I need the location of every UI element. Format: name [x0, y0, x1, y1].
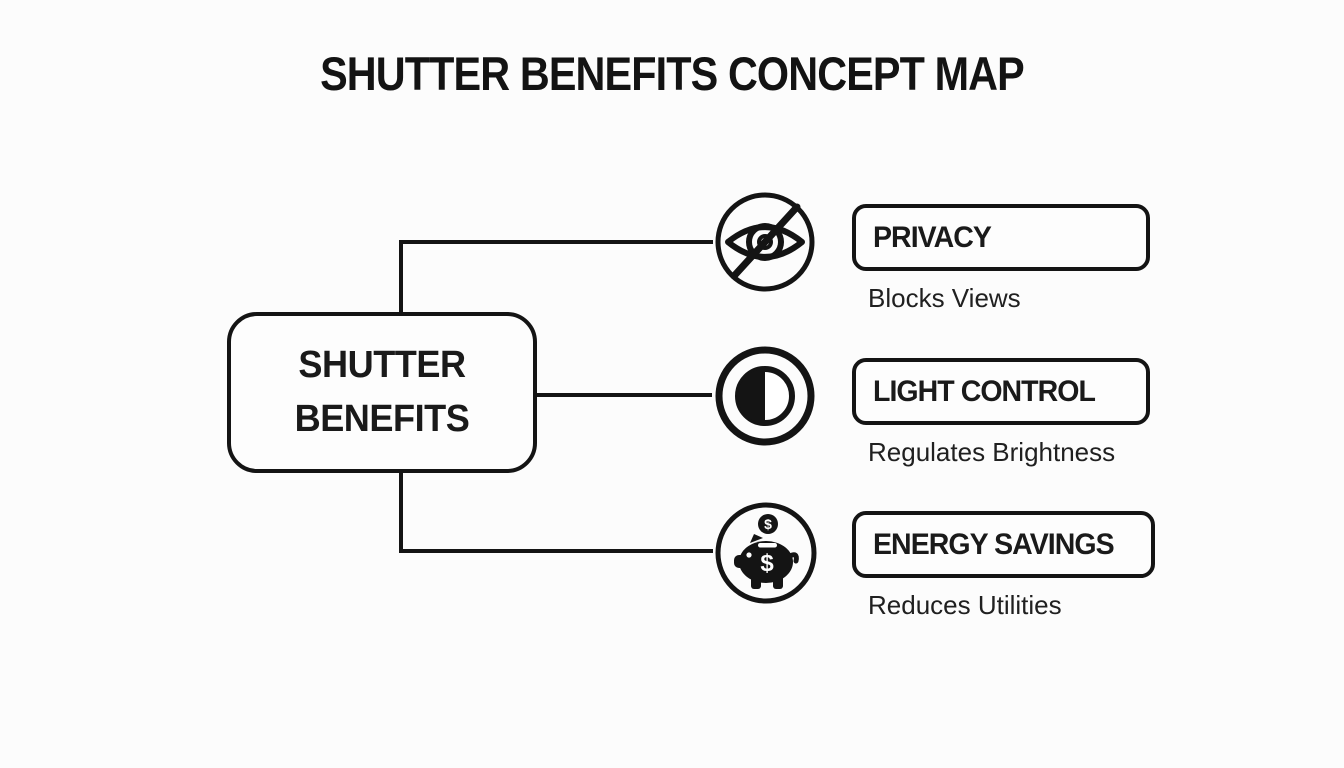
piggy-bank-icon: $ $	[714, 501, 818, 605]
branch-label-energy-savings: ENERGY SAVINGS	[873, 527, 1115, 561]
connector-privacy-horizontal	[399, 240, 713, 244]
branch-description-energy-savings: Reduces Utilities	[868, 590, 1062, 620]
connector-energy-horizontal	[399, 549, 713, 553]
branch-box-energy-savings: ENERGY SAVINGS	[852, 511, 1155, 578]
center-node-label-line2: BENEFITS	[294, 397, 470, 440]
connector-privacy-vertical	[399, 242, 403, 314]
branch-label-privacy: PRIVACY	[873, 220, 992, 254]
branch-box-privacy: PRIVACY	[852, 204, 1150, 271]
page-title: SHUTTER BENEFITS CONCEPT MAP	[320, 47, 1025, 100]
contrast-icon	[713, 344, 817, 448]
center-node-label-line1: SHUTTER	[298, 344, 466, 387]
eye-off-icon	[713, 190, 817, 294]
coin-dollar-glyph: $	[764, 516, 772, 532]
center-node-shutter-benefits: SHUTTER BENEFITS	[227, 312, 537, 473]
branch-label-light-control: LIGHT CONTROL	[873, 374, 1096, 408]
connector-energy-vertical	[399, 469, 403, 553]
branch-description-light-control: Regulates Brightness	[868, 437, 1116, 467]
branch-box-light-control: LIGHT CONTROL	[852, 358, 1150, 425]
branch-description-privacy: Blocks Views	[868, 283, 1021, 313]
connector-light-horizontal	[535, 393, 712, 397]
body-dollar-glyph: $	[760, 550, 774, 577]
